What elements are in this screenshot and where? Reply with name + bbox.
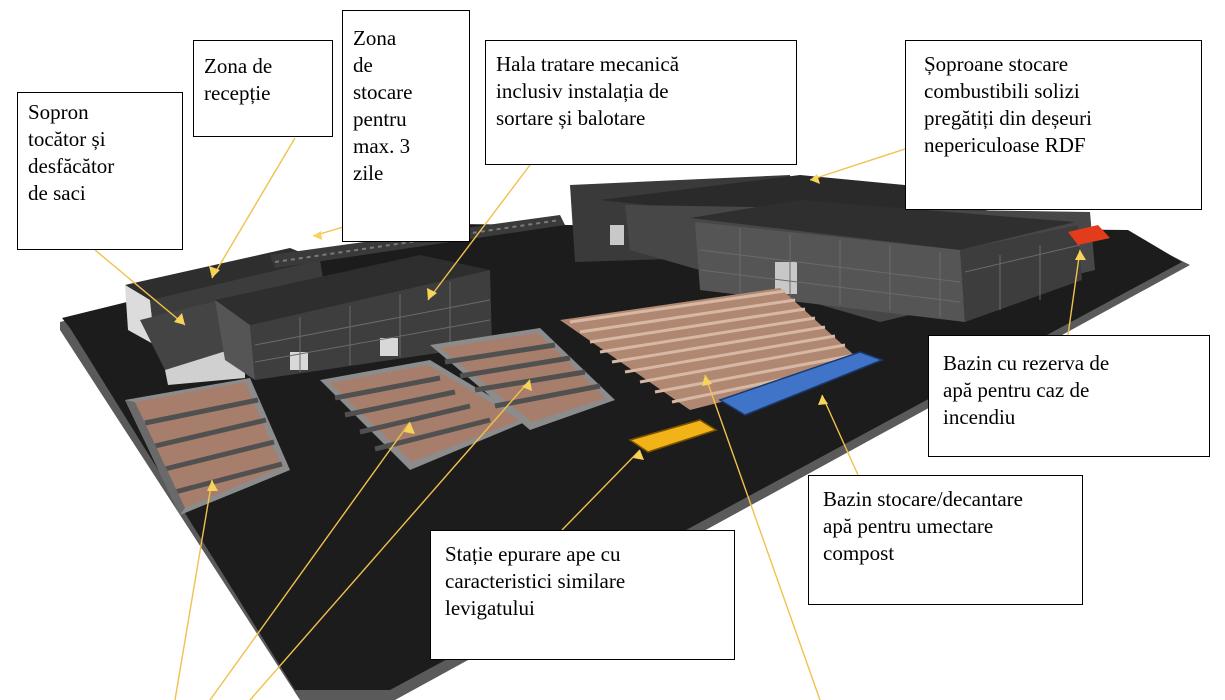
label-rdf-sheds-line-1: Șoproane stocare	[924, 52, 1069, 76]
label-shredder-shed-line-1: Sopron	[28, 100, 89, 124]
label-storage-zone: Zona de stocare pentru max. 3 zile	[342, 10, 470, 242]
label-rdf-sheds-line-3: pregătiți din deșeuri	[924, 106, 1092, 130]
label-treatment-station-line-2: caracteristici similare	[445, 569, 626, 593]
label-treatment-station-line-3: levigatului	[445, 596, 535, 620]
label-treatment-station: Stație epurare ape cu caracteristici sim…	[430, 530, 735, 660]
label-fire-reserve-basin-line-3: incendiu	[943, 405, 1016, 429]
label-storage-zone-line-5: max. 3	[353, 134, 411, 158]
label-decantation-basin-line-2: apă pentru umectare	[823, 514, 994, 538]
label-storage-zone-line-2: de	[353, 53, 373, 77]
label-decantation-basin-line-3: compost	[823, 541, 895, 565]
label-storage-zone-line-3: stocare	[353, 80, 413, 104]
label-rdf-sheds-line-2: combustibili solizi	[924, 79, 1080, 103]
label-fire-reserve-basin-line-1: Bazin cu rezerva de	[943, 351, 1110, 375]
hall-window-grid	[254, 282, 491, 372]
label-reception-zone-line-2: recepție	[204, 81, 271, 105]
leader-lines	[94, 137, 1081, 700]
label-mechanical-hall-line-2: inclusiv instalația de	[496, 79, 669, 103]
compost-bays-middle	[320, 360, 530, 470]
label-mechanical-hall-line-1: Hala tratare mecanică	[496, 52, 680, 76]
compost-bays-left	[125, 378, 290, 515]
label-mechanical-hall: Hala tratare mecanică inclusiv instalați…	[485, 40, 797, 165]
label-treatment-station-line-1: Stație epurare ape cu	[445, 542, 621, 566]
label-decantation-basin: Bazin stocare/decantare apă pentru umect…	[808, 475, 1083, 605]
label-storage-zone-line-6: zile	[353, 161, 384, 185]
label-shredder-shed-line-2: tocător și	[28, 127, 106, 151]
label-decantation-basin-line-1: Bazin stocare/decantare	[823, 487, 1023, 511]
storage-decantation-basin	[718, 351, 885, 416]
label-storage-zone-line-1: Zona	[353, 26, 397, 50]
label-fire-reserve-basin: Bazin cu rezerva de apă pentru caz de in…	[928, 335, 1210, 457]
label-reception-zone-line-1: Zona de	[204, 54, 273, 78]
label-shredder-shed: Sopron tocător și desfăcător de saci	[17, 92, 183, 250]
label-rdf-sheds: Șoproane stocare combustibili solizi pre…	[905, 40, 1202, 210]
label-shredder-shed-line-4: de saci	[28, 181, 86, 205]
leader-arrowheads	[174, 174, 1086, 491]
fire-reserve-basin	[1068, 225, 1110, 245]
label-shredder-shed-line-3: desfăcător	[28, 154, 115, 178]
label-mechanical-hall-line-3: sortare și balotare	[496, 106, 646, 130]
label-fire-reserve-basin-line-2: apă pentru caz de	[943, 378, 1090, 402]
treatment-station-basin	[628, 419, 718, 453]
label-rdf-sheds-line-4: nepericuloase RDF	[924, 133, 1086, 157]
label-reception-zone: Zona de recepție	[193, 40, 333, 137]
shed-window-grid	[699, 228, 1081, 317]
label-storage-zone-line-4: pentru	[353, 107, 407, 131]
